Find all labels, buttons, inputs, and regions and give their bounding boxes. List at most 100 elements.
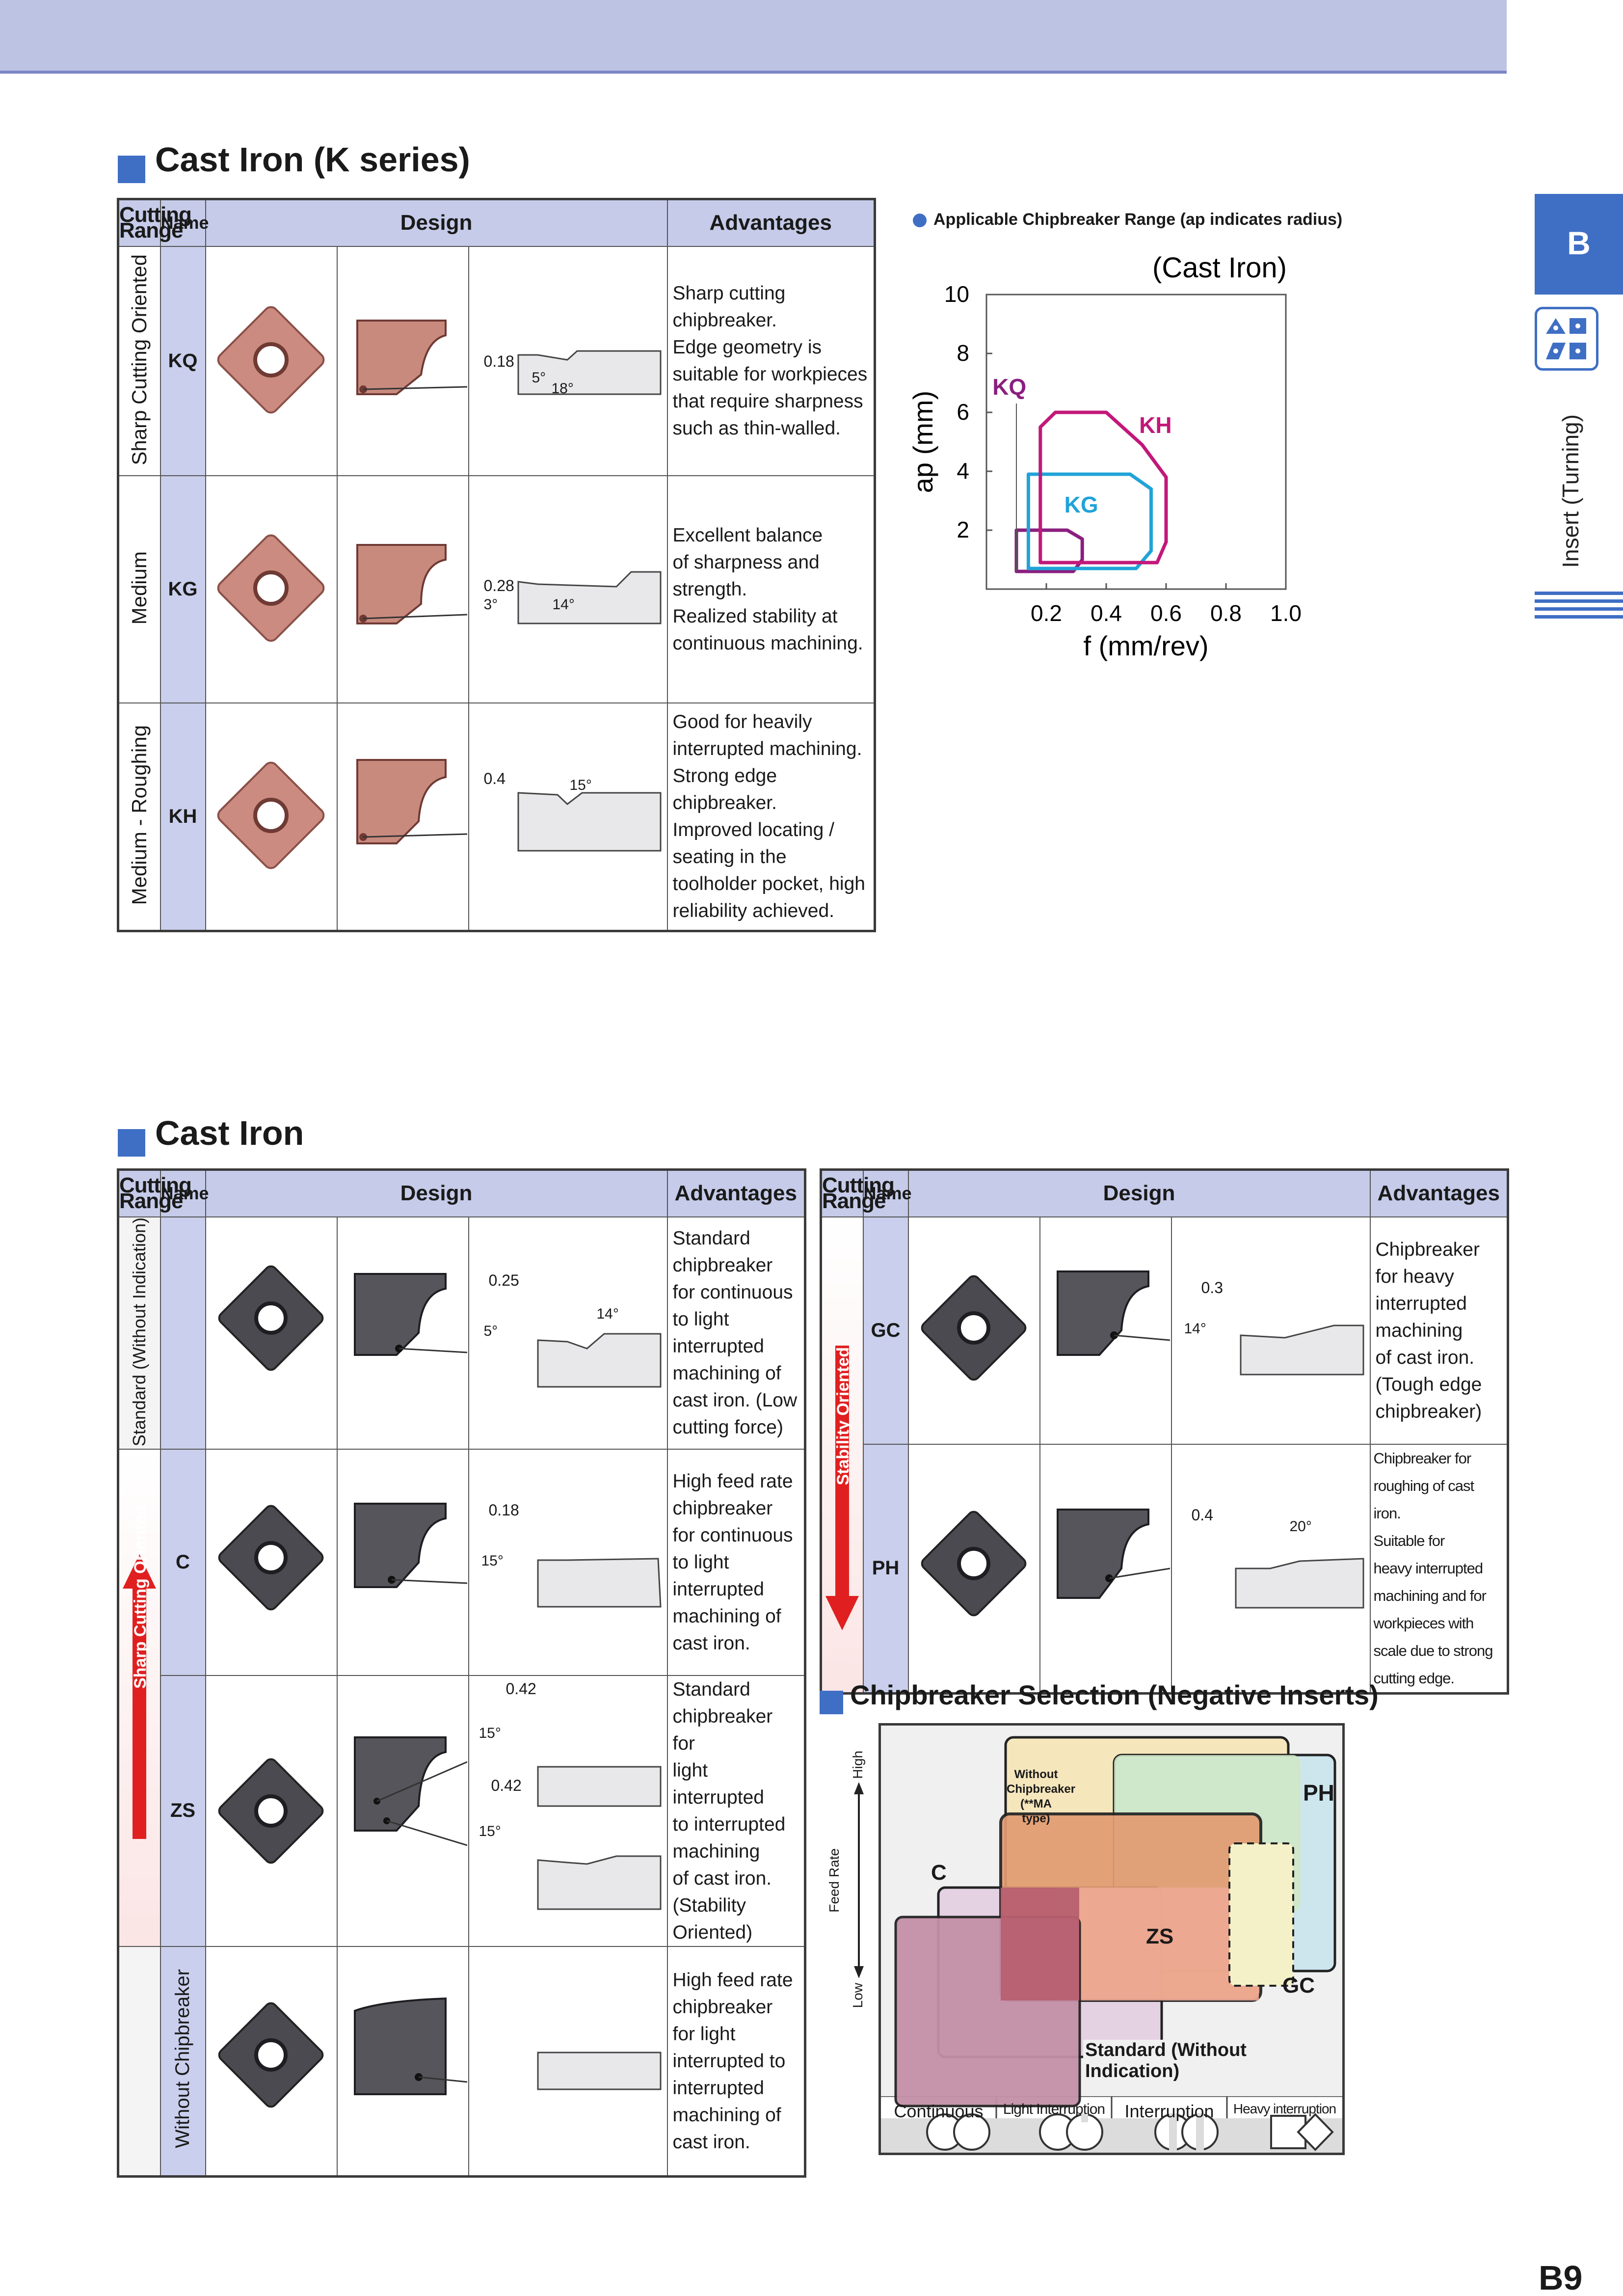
chipbreaker-name: ZS	[160, 1675, 206, 1947]
y-tick-label: 10	[944, 281, 969, 307]
heavy-interruption-icon	[1270, 2113, 1334, 2151]
dim-land: 0.3	[1201, 1278, 1223, 1297]
section-profile: 0.42 15° 0.42 15°	[468, 1675, 668, 1947]
insert-category-icon	[1535, 307, 1598, 371]
insert-closeup	[336, 1448, 469, 1676]
section-profile: 0.4 15°	[468, 702, 668, 931]
side-label: Insert (Turning)	[1558, 414, 1583, 568]
ph-label: PH	[1303, 1780, 1334, 1806]
dim-land: 0.28	[483, 576, 514, 594]
range-label: Without Chipbreaker	[172, 1969, 193, 2148]
dim-angle: 15°	[481, 1552, 504, 1569]
side-stripes	[1535, 592, 1623, 623]
series-label-kq: KQ	[992, 374, 1026, 400]
section-profile	[468, 1945, 668, 2177]
section-square-icon	[118, 155, 145, 183]
x-axis-label: f (mm/rev)	[1083, 630, 1208, 661]
x-tick-label: 0.2	[1031, 600, 1062, 626]
chart-subtitle: (Cast Iron)	[1152, 252, 1287, 284]
series-region-kg	[1026, 472, 1153, 570]
insert-closeup	[336, 1945, 469, 2177]
zs-label: ZS	[1146, 1924, 1174, 1948]
bullet-icon	[913, 214, 927, 228]
header-design: Design	[907, 1169, 1371, 1217]
insert-image	[205, 1448, 338, 1676]
chipbreaker-name	[160, 1216, 206, 1450]
without-chipbreaker-label: Without Chipbreaker(**MA type)	[1007, 1768, 1076, 1825]
section-profile: 0.3 14°	[1171, 1216, 1371, 1445]
insert-image	[205, 702, 338, 931]
chipbreaker-name: KG	[160, 475, 206, 703]
column-light-interruption: Light Interruption	[1003, 2101, 1105, 2117]
dim-angle-a: 5°	[483, 1323, 498, 1339]
cast-iron-title: Cast Iron	[118, 1113, 304, 1157]
y-tick-label: 6	[957, 399, 969, 425]
insert-image	[205, 1945, 338, 2177]
insert-image	[907, 1443, 1040, 1694]
insert-closeup	[336, 245, 469, 476]
dim-angle-2: 15°	[479, 1823, 501, 1839]
dim-angle: 15°	[479, 1725, 501, 1741]
dim-angle-a: 3°	[483, 596, 498, 613]
k-series-title: Cast Iron (K series)	[118, 140, 470, 183]
k-series-table: Cutting Range Name Design Advantages Sha…	[117, 198, 877, 932]
header-cutting-range: Cutting Range	[117, 1169, 192, 1217]
dim-land: 0.25	[488, 1271, 519, 1289]
dim-land: 0.42	[506, 1679, 536, 1698]
chipbreaker-name: KH	[160, 702, 206, 931]
section-square-icon	[118, 1129, 145, 1157]
y-tick-label: 4	[957, 458, 969, 484]
dim-angle-a: 5°	[532, 369, 546, 386]
x-tick-label: 0.8	[1210, 600, 1242, 626]
table-row: Standard (Without Indication) 0.25 5° 14…	[117, 1216, 806, 1450]
feed-rate-axis: High Low Feed Rate	[826, 1751, 865, 2008]
insert-image	[907, 1216, 1040, 1445]
continuous-icon	[926, 2113, 990, 2151]
standard-label: Standard (Without Indication)	[1083, 2040, 1342, 2082]
light-interruption-icon	[1039, 2113, 1103, 2151]
insert-closeup	[336, 475, 469, 703]
chipbreaker-name: KQ	[160, 245, 206, 476]
chipbreaker-name: C	[160, 1448, 206, 1676]
header-band	[0, 0, 1507, 74]
header-name: Name	[160, 1169, 209, 1217]
section-profile: 0.18 15°	[468, 1448, 668, 1676]
insert-closeup	[336, 1216, 469, 1450]
series-label-kh: KH	[1139, 412, 1171, 438]
section-tab[interactable]: B	[1535, 194, 1623, 295]
insert-image	[205, 475, 338, 703]
chipbreaker-name: PH	[862, 1443, 909, 1694]
chart-caption: Applicable Chipbreaker Range (ap indicat…	[913, 210, 1342, 229]
dim-land: 0.4	[1191, 1506, 1213, 1524]
header-cutting-range: Cutting Range	[117, 198, 192, 247]
dim-land: 0.18	[483, 352, 514, 370]
range-label: Medium	[128, 551, 151, 625]
range-label: Sharp Cutting Oriented	[128, 254, 151, 465]
section-profile: 0.4 20°	[1171, 1443, 1371, 1694]
arrow-down-icon	[825, 1345, 859, 1630]
page-number: B9	[1539, 2259, 1583, 2296]
section-profile: 0.28 3° 14°	[468, 475, 668, 703]
dim-angle: 15°	[569, 777, 592, 793]
header-advantages: Advantages	[1369, 1169, 1509, 1217]
cast-iron-right-table: Cutting Range Name Design Advantages Sta…	[820, 1168, 1510, 1695]
section-profile: 0.18 5° 18°	[468, 245, 668, 476]
column-interruption: Interruption	[1124, 2101, 1214, 2121]
x-tick-label: 0.4	[1091, 600, 1122, 626]
dim-land: 0.18	[488, 1501, 519, 1519]
header-cutting-range: Cutting Range	[820, 1169, 895, 1217]
insert-image	[205, 245, 338, 476]
table-row: Stability Oriented GC 0.3 14° Chipbreake…	[820, 1216, 1509, 1694]
arrow-label: Stability Oriented	[833, 1347, 852, 1486]
insert-closeup	[336, 702, 469, 931]
header-advantages: Advantages	[666, 1169, 806, 1217]
